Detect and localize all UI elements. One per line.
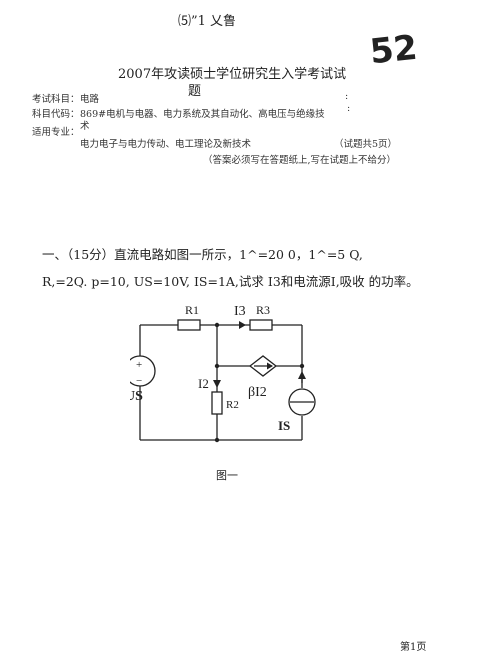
node-dot xyxy=(299,363,305,369)
page-number: 第1页 xyxy=(400,642,427,653)
label-beta-i2: βI2 xyxy=(248,385,267,400)
colon-mark: : xyxy=(347,103,351,114)
pages-note: （试题共5页） xyxy=(334,139,398,150)
dependent-arrow-head xyxy=(267,362,273,370)
code-label: 科目代码： xyxy=(32,109,80,120)
label-i2: I2 xyxy=(198,376,209,391)
voltage-source xyxy=(130,355,156,387)
dependent-source xyxy=(248,355,278,377)
current-arrow-is xyxy=(298,371,306,379)
answer-notice: （答案必须写在答题纸上,写在试题上不给分） xyxy=(203,155,397,166)
node-dot xyxy=(214,363,220,369)
code-value: 869#电机与电器、电力系统及其自动化、高电压与绝缘技 xyxy=(80,109,325,120)
current-arrow-i2 xyxy=(213,380,221,388)
label-i3: I3 xyxy=(234,304,246,319)
label-r3: R3 xyxy=(256,303,270,317)
subject-label: 考试科目： xyxy=(32,94,80,105)
colon-mark: : xyxy=(345,91,349,102)
current-arrow-i3 xyxy=(239,321,246,329)
question-text-line2: R,=2Q. p=10, US=10V, IS=1A,试求 I3和电流源I,吸收… xyxy=(42,274,419,289)
exam-title: 2007年攻读硕士学位研究生入学考试试 xyxy=(118,67,347,82)
node-dot xyxy=(214,437,220,443)
node-dot xyxy=(214,322,220,328)
header-stamp: ⑸”1 乂鲁 xyxy=(178,14,237,29)
major-value: 电力电子与电力传动、电工理论及新技术 xyxy=(80,139,252,150)
resistor-r1 xyxy=(177,319,201,331)
resistor-r2 xyxy=(211,391,223,415)
major-label: 适用专业： xyxy=(32,127,80,138)
label-r1: R1 xyxy=(185,303,199,317)
subject-value: 电路 xyxy=(80,94,100,105)
question-text-line1: 一、（15分）直流电路如图一所示，1^=20 0，1^=5 Q, xyxy=(42,247,363,262)
code-value-cont: 术 xyxy=(80,121,90,132)
figure-caption: 图一 xyxy=(216,469,238,482)
label-minus: − xyxy=(136,375,142,387)
label-is: IS xyxy=(278,418,290,433)
circuit-diagram: R1 R3 I3 I2 R2 βI2 US IS + − xyxy=(130,303,316,443)
exam-title-cont: 题 xyxy=(188,84,202,99)
label-us: US xyxy=(130,389,143,404)
resistor-r3 xyxy=(249,319,273,331)
handwritten-number: 52 xyxy=(368,27,420,73)
current-source xyxy=(288,388,316,416)
label-r2: R2 xyxy=(226,399,239,411)
label-plus: + xyxy=(136,359,142,371)
